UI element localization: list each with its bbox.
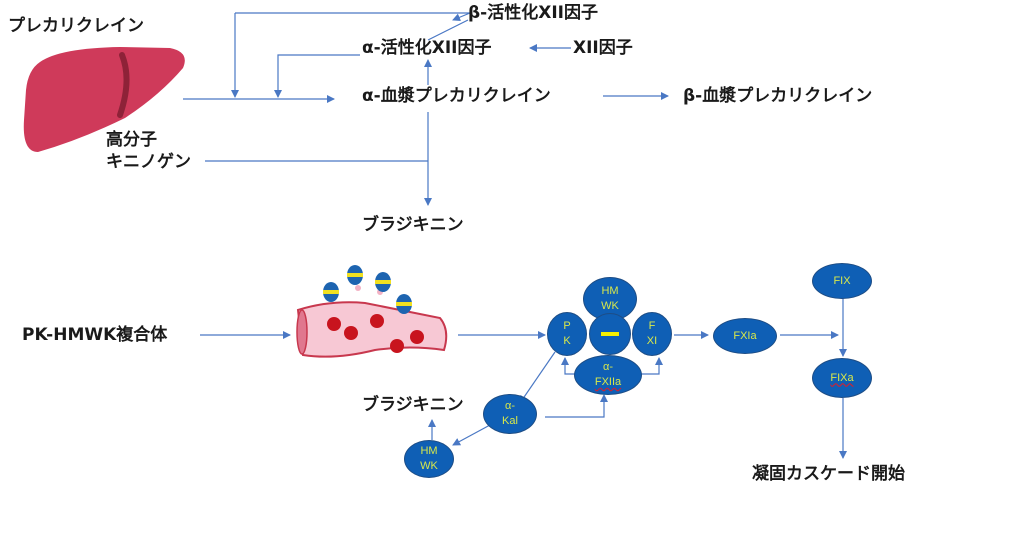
bottom-arrows xyxy=(200,298,847,459)
node-alpha-fxiia: α-FXIIa xyxy=(574,355,642,395)
node-center-complex xyxy=(589,313,631,355)
blood-vessel-illustration xyxy=(296,265,448,358)
alpha-plasma-kallikrein-label: α-血漿プレカリクレイン xyxy=(362,86,551,106)
beta-plasma-kallikrein-label: β-血漿プレカリクレイン xyxy=(683,86,873,106)
fxii-label: XII因子 xyxy=(573,38,633,58)
coagulation-cascade-start-label: 凝固カスケード開始 xyxy=(752,464,905,484)
liver-lobe-line xyxy=(117,52,130,118)
center-bar xyxy=(601,332,619,336)
pk-hmwk-complex-label: PK-HMWK複合体 xyxy=(22,325,168,345)
bradykinin-label-top: ブラジキニン xyxy=(362,215,464,235)
liver-illustration xyxy=(23,47,185,152)
hmwk-label-line1: 高分子 xyxy=(106,130,157,150)
alpha-activated-fxii-label: α-活性化XII因子 xyxy=(362,38,492,58)
bradykinin-label-bottom: ブラジキニン xyxy=(362,395,464,415)
hmwk-label-line2: キニノゲン xyxy=(106,152,191,172)
beta-activated-fxii-label: β-活性化XII因子 xyxy=(468,3,598,23)
node-alpha-kallikrein: α-Kal xyxy=(483,394,537,434)
complex-particles xyxy=(323,265,412,314)
node-fixa: FIXa xyxy=(812,358,872,398)
node-fxia: FXIa xyxy=(713,318,777,354)
node-fix: FIX xyxy=(812,263,872,299)
top-arrows xyxy=(183,12,669,206)
prekallikrein-label: プレカリクレイン xyxy=(8,16,144,36)
